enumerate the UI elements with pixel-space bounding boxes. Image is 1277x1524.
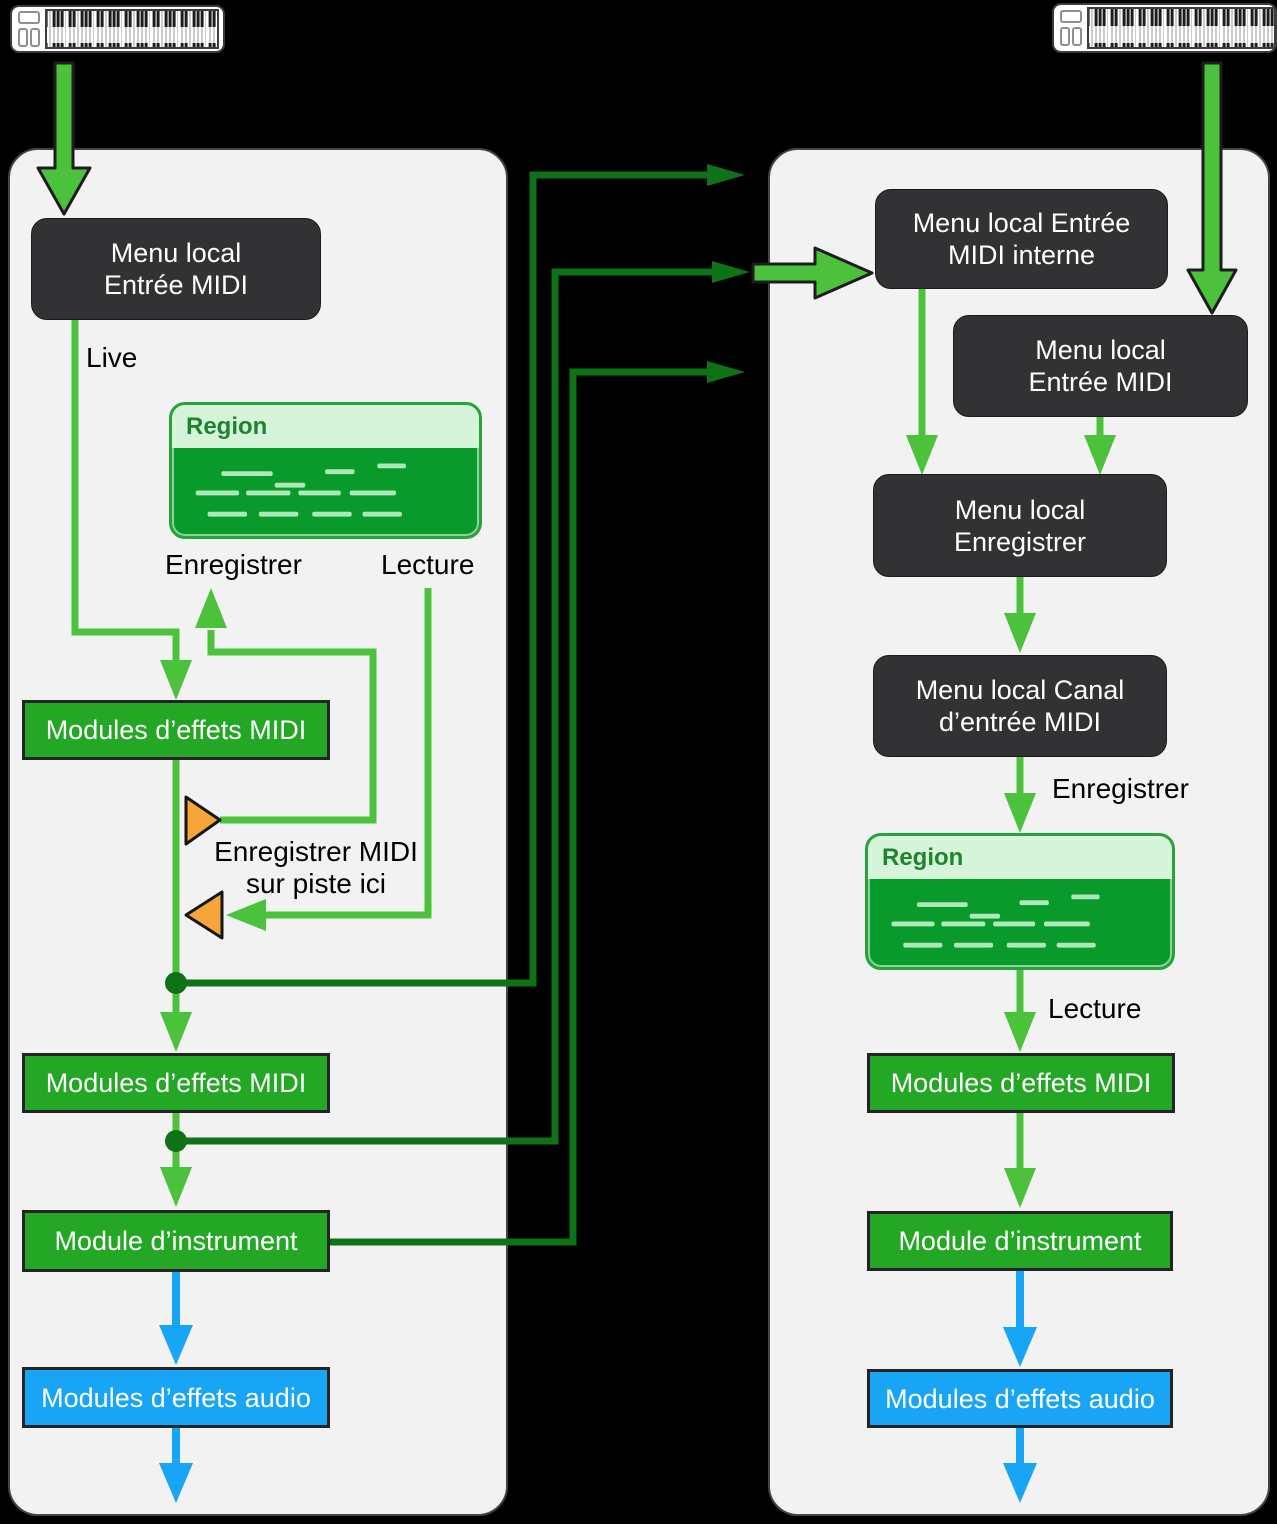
region-title: Region [172,405,479,448]
playback-insert-triangle [184,890,224,940]
node-audio-fx-right: Modules d’effets audio [867,1369,1173,1428]
node-midi-fx-1-left: Modules d’effets MIDI [22,700,330,760]
arrow-midi-fx-to-instrument-right [1004,1113,1036,1208]
node-instrument-left: Module d’instrument [22,1210,330,1272]
region-box-right: Region [865,833,1175,970]
midi-keyboard-icon [10,5,225,53]
arrow-channel-menu-to-region [1004,757,1036,833]
arrow-region-to-midi-fx-right [1004,970,1036,1052]
region-title: Region [868,836,1172,879]
node-midi-fx-2-left: Modules d’effets MIDI [22,1053,330,1113]
arrow-audio-out-right [1003,1428,1037,1503]
arrow-chain-to-instrument-left [160,1113,192,1207]
arrow-record-tap-path [195,588,377,824]
node-menu-midi-input-left: Menu local Entrée MIDI [31,218,321,320]
region-notes [174,448,477,534]
arrow-instrument-to-right-panel [330,361,745,1246]
node-menu-midi-channel: Menu local Canal d’entrée MIDI [873,655,1167,757]
arrow-tap2-to-internal-midi-menu [176,261,750,1145]
arrow-playback-path [226,588,432,931]
node-instrument-right: Module d’instrument [867,1211,1173,1271]
arrow-right-keyboard-to-menu [1186,61,1238,315]
node-menu-midi-input-right: Menu local Entrée MIDI [953,315,1248,417]
junction-dot-2 [165,1130,187,1152]
midi-keyboard-icon [1052,3,1277,53]
arrow-internal-menu-to-record-menu [906,289,938,475]
region-box-left: Region [169,402,482,539]
node-midi-fx-right: Modules d’effets MIDI [867,1053,1175,1113]
arrow-instrument-to-audio-fx-right [1003,1271,1037,1367]
record-midi-here-label: Enregistrer MIDI sur piste ici [214,836,418,899]
playback-label-right: Lecture [1048,993,1142,1024]
record-label-right: Enregistrer [1052,773,1189,804]
record-label-left: Enregistrer [165,549,302,580]
node-menu-record: Menu local Enregistrer [873,474,1167,577]
arrow-midi-in-menu-to-record-menu [1084,417,1116,475]
arrow-left-keyboard-to-menu [36,61,92,216]
live-label: Live [86,342,138,373]
arrow-tap1-to-right-panel [176,164,745,987]
record-insert-triangle [184,795,222,846]
junction-dot-1 [165,972,187,994]
node-menu-internal-midi-input: Menu local Entrée MIDI interne [875,189,1168,289]
arrow-audio-out-left [159,1428,193,1503]
region-notes [870,879,1170,965]
arrow-live-path [71,320,192,700]
arrow-instrument-to-audio-fx-left [159,1272,193,1365]
arrow-chain-to-midi-fx2 [160,760,192,1052]
playback-label-left: Lecture [381,549,475,580]
arrow-record-menu-to-channel-menu [1004,577,1036,653]
node-audio-fx-left: Modules d’effets audio [22,1367,330,1428]
arrow-into-internal-midi-menu [751,246,874,300]
